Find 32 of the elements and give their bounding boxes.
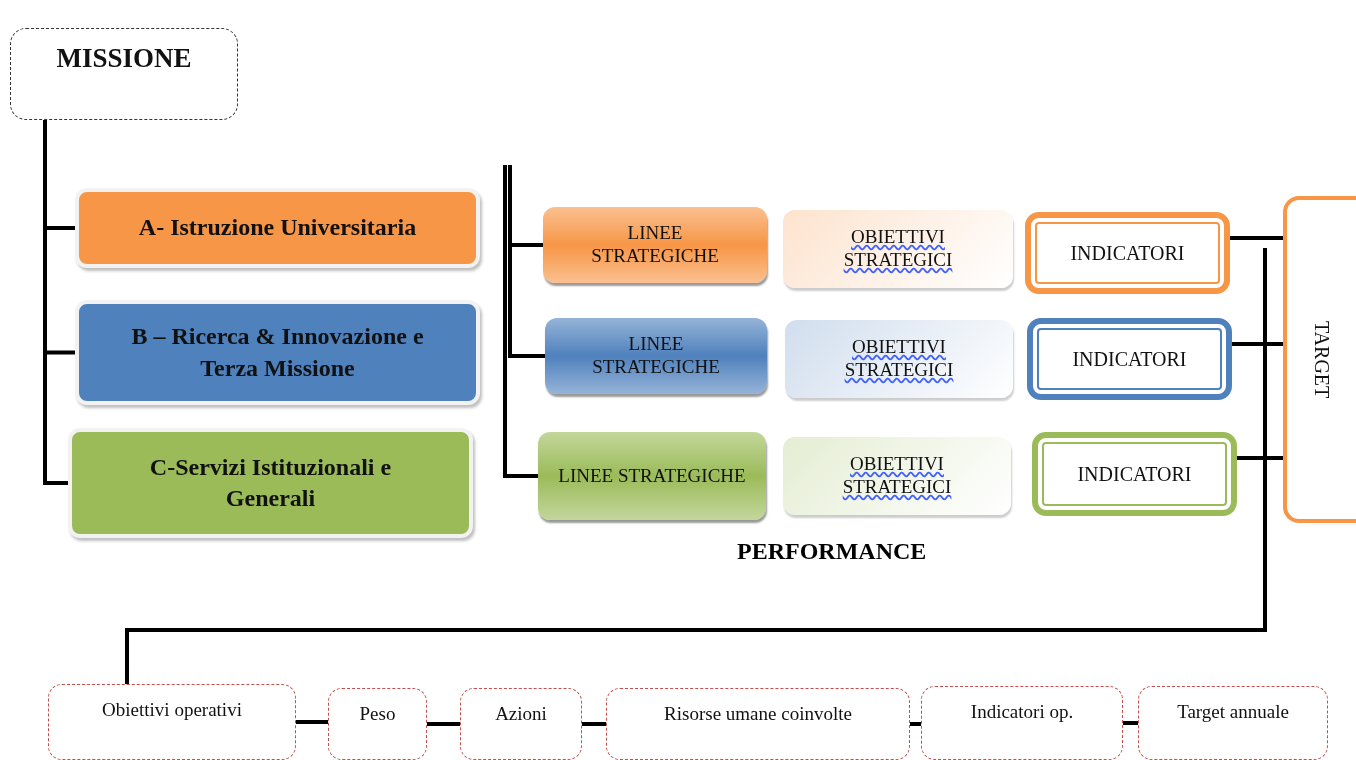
- connector-line: [1232, 342, 1283, 346]
- connector-line: [1230, 236, 1283, 240]
- strategy-box: LINEE STRATEGICHE: [538, 432, 766, 520]
- indicator-box: INDICATORI: [1032, 432, 1237, 516]
- strategy-box: LINEE STRATEGICHE: [543, 207, 767, 283]
- connector-line: [296, 720, 328, 724]
- objective-box: OBIETTIVI STRATEGICI: [785, 320, 1013, 398]
- section-label: PERFORMANCE: [737, 538, 927, 565]
- objective-box: OBIETTIVI STRATEGICI: [783, 210, 1013, 288]
- indicator-box: INDICATORI: [1027, 318, 1232, 400]
- strategy-box: LINEE STRATEGICHE: [545, 318, 767, 394]
- operational-box: Target annuale: [1138, 686, 1328, 760]
- connector-line: [125, 248, 1267, 684]
- operational-box: Peso: [328, 688, 427, 760]
- operational-box: Risorse umane coinvolte: [606, 688, 910, 760]
- connector-line: [503, 165, 538, 478]
- connector-line: [1237, 456, 1283, 460]
- indicator-box: INDICATORI: [1025, 212, 1230, 294]
- connector-line: [427, 722, 460, 726]
- connector-line: [1123, 721, 1138, 725]
- connector-line: [582, 722, 606, 726]
- connector-line: [43, 120, 68, 485]
- connector-line: [910, 722, 921, 726]
- area-box: B – Ricerca & Innovazione e Terza Missione: [75, 300, 480, 405]
- operational-box: Indicatori op.: [921, 686, 1123, 760]
- operational-box: Azioni: [460, 688, 582, 760]
- area-box: A- Istruzione Universitaria: [75, 188, 480, 268]
- target-box: TARGET: [1283, 196, 1356, 523]
- operational-box: Obiettivi operativi: [48, 684, 296, 760]
- objective-box: OBIETTIVI STRATEGICI: [783, 437, 1011, 515]
- area-box: C-Servizi Istituzionali e Generali: [68, 428, 473, 538]
- mission-box: MISSIONE: [10, 28, 238, 120]
